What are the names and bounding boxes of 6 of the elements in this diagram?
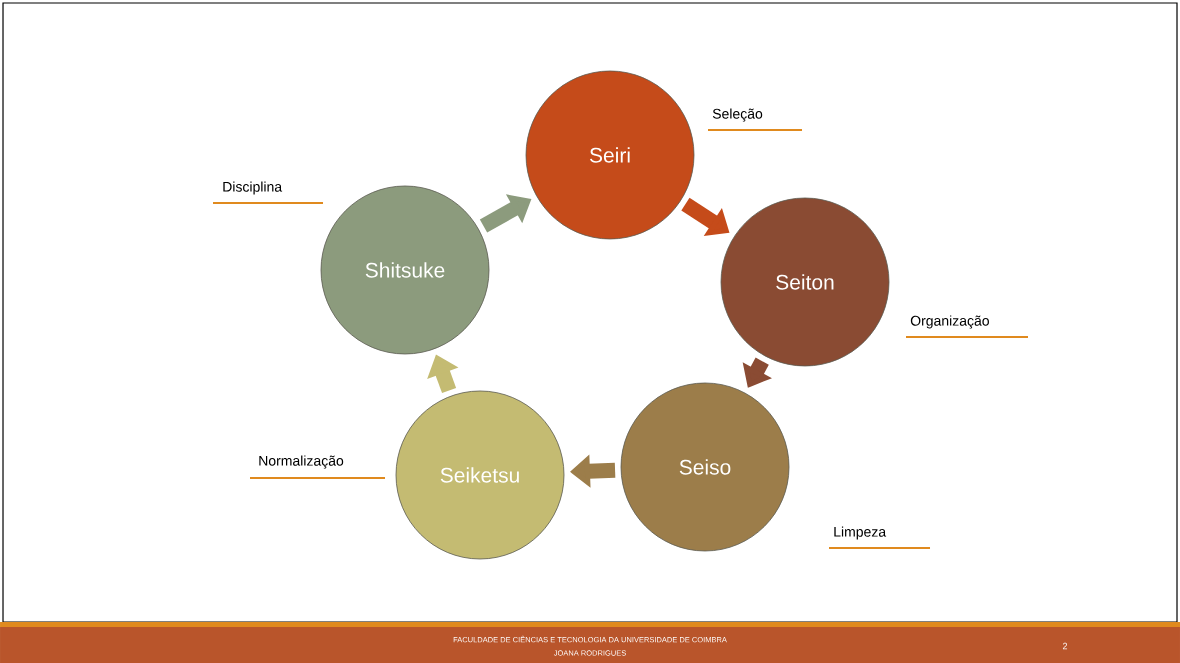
- side-label: Seleção: [712, 108, 763, 122]
- page-number: 2: [1062, 642, 1068, 650]
- side-label: Organização: [910, 315, 989, 329]
- side-label: Limpeza: [834, 526, 887, 540]
- side-label: Normalização: [259, 455, 344, 469]
- side-label: Disciplina: [223, 181, 283, 195]
